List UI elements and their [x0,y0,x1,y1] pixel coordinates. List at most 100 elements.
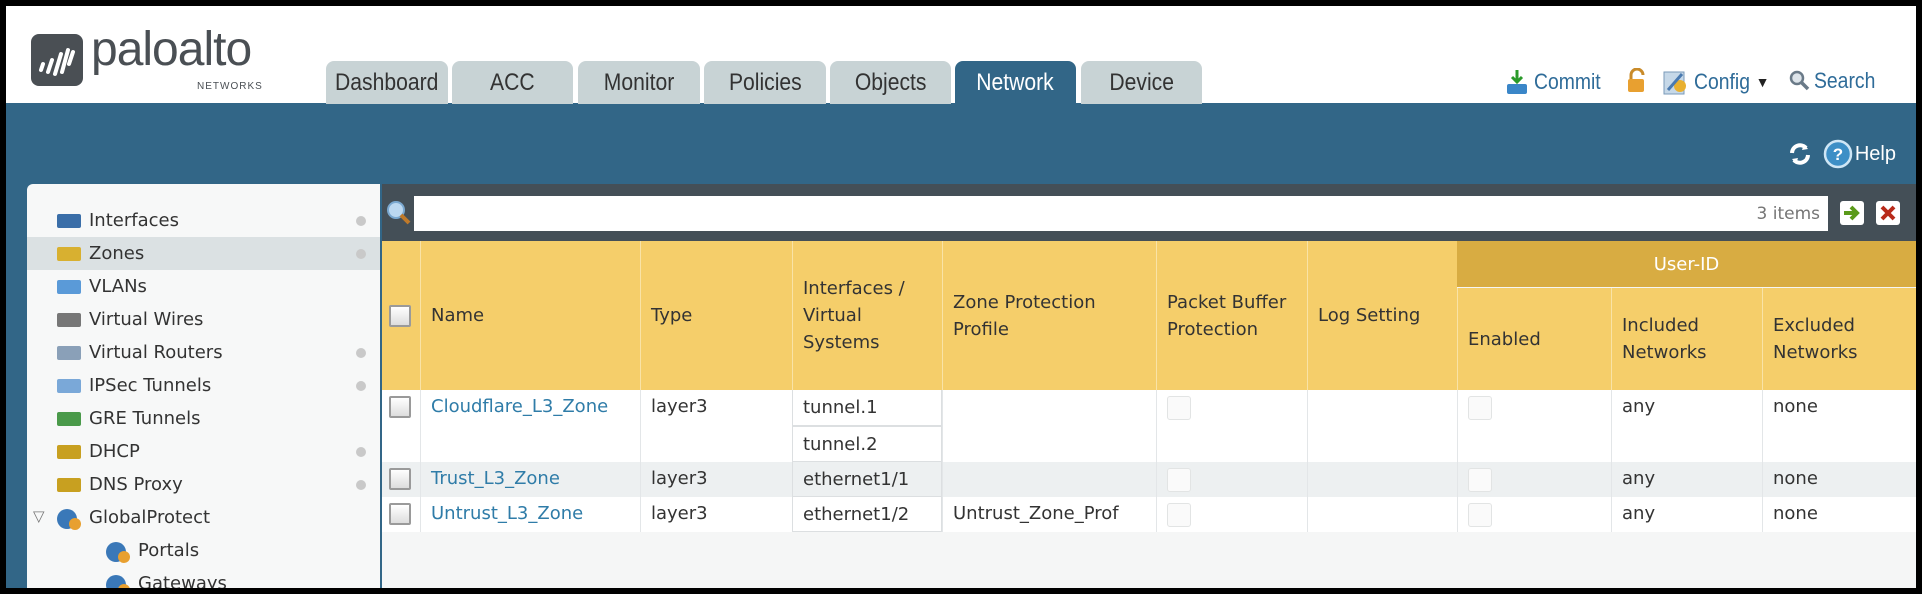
sidebar-item-gre-tunnels[interactable]: GRE Tunnels [27,402,380,435]
column-header-name[interactable]: Name [420,241,640,390]
column-header-interfaces-virtual-systems[interactable]: Interfaces / Virtual Systems [792,241,942,390]
commit-icon [1507,70,1527,94]
row-select-cell [382,462,420,497]
sidebar-item-zones[interactable]: Zones [27,237,380,270]
excluded-networks-cell: none [1762,390,1916,462]
virtual-wires-icon [55,309,83,331]
row-checkbox[interactable] [389,503,411,525]
zone-name-link[interactable]: Untrust_L3_Zone [431,503,584,524]
user-id-group-header: User-ID [1457,241,1916,287]
user-id-enabled-checkbox [1468,396,1492,420]
user-id-enabled-checkbox [1468,468,1492,492]
user-id-enabled-cell [1457,390,1611,462]
sidebar-item-label: Zones [89,243,145,264]
sidebar-item-globalprotect[interactable]: ▽ GlobalProtect [27,501,380,534]
search-button[interactable]: Search [1788,68,1884,94]
packet-buffer-cell [1156,390,1307,462]
column-header-packet-buffer-protection[interactable]: Packet Buffer Protection [1156,241,1307,390]
tab-label: ACC [490,68,535,96]
interface-entry: ethernet1/1 [792,462,942,497]
excluded-networks-cell: none [1762,497,1916,532]
zone-name-link[interactable]: Cloudflare_L3_Zone [431,396,609,417]
search-icon [1789,70,1810,91]
zone-name-link[interactable]: Trust_L3_Zone [431,468,560,489]
logo-mark-icon [31,34,83,86]
vlans-icon [55,276,83,298]
column-header-excluded-networks[interactable]: Excluded Networks [1762,288,1916,390]
excluded-networks-cell: none [1762,462,1916,497]
interfaces-cell: ethernet1/2 [792,497,942,532]
portals-icon [104,540,132,563]
arrow-right-icon [1844,205,1860,221]
filter-input[interactable] [414,196,1828,231]
filter-search-icon [387,201,411,225]
globalprotect-icon [55,507,83,530]
commit-button[interactable]: Commit [1504,68,1610,96]
tab-label: Network [976,68,1055,96]
sidebar-item-virtual-routers[interactable]: Virtual Routers [27,336,380,369]
column-header-label: Included Networks [1622,315,1707,363]
sidebar-item-dhcp[interactable]: DHCP [27,435,380,468]
select-all-header [382,241,420,390]
sidebar-item-portals[interactable]: Portals [27,534,380,567]
sidebar-item-interfaces[interactable]: Interfaces [27,204,380,237]
select-all-checkbox[interactable] [389,304,411,327]
tab-objects[interactable]: Objects [830,61,951,104]
sidebar-item-label: Virtual Wires [89,309,204,330]
column-header-included-networks[interactable]: Included Networks [1611,288,1762,390]
column-header-log-setting[interactable]: Log Setting [1307,241,1457,390]
sidebar-item-ipsec-tunnels[interactable]: IPSec Tunnels [27,369,380,402]
status-dot [356,381,366,391]
lock-icon [1628,68,1645,92]
tab-monitor[interactable]: Monitor [578,61,700,104]
ipsec-tunnels-icon [55,375,83,397]
gre-tunnels-icon [55,408,83,430]
packet-buffer-cell [1156,497,1307,532]
dhcp-icon [55,441,83,463]
interfaces-icon [55,210,83,232]
interface-entry: tunnel.1 [792,390,942,426]
sidebar-item-vlans[interactable]: VLANs [27,270,380,303]
sidebar-item-gateways[interactable]: Gateways [27,567,380,588]
row-checkbox[interactable] [389,468,411,490]
expand-triangle-icon[interactable]: ▽ [33,507,45,525]
tab-device[interactable]: Device [1081,61,1202,104]
status-dot [356,447,366,457]
type-cell: layer3 [640,497,792,532]
sidebar-item-label: GRE Tunnels [89,408,201,429]
filter-bar [382,184,1916,241]
type-cell: layer3 [640,390,792,462]
log-setting-cell [1307,462,1457,497]
close-icon [1880,205,1896,221]
sidebar-item-virtual-wires[interactable]: Virtual Wires [27,303,380,336]
lock-button[interactable] [1626,68,1648,94]
interfaces-cell: ethernet1/1 [792,462,942,497]
logo-subtext: NETWORKS [197,81,263,92]
column-header-type[interactable]: Type [640,241,792,390]
column-header-label: Enabled [1468,328,1541,350]
tab-dashboard[interactable]: Dashboard [326,61,448,104]
column-header-zone-protection-profile[interactable]: Zone Protection Profile [942,241,1156,390]
apply-filter-button[interactable] [1840,201,1864,225]
tab-network[interactable]: Network [955,61,1076,104]
sidebar-item-label: Virtual Routers [89,342,223,363]
svg-text:?: ? [1833,145,1843,164]
tab-policies[interactable]: Policies [704,61,826,104]
refresh-icon[interactable] [1787,141,1813,167]
clear-filter-button[interactable] [1876,201,1900,225]
column-header-enabled[interactable]: Enabled [1457,288,1611,390]
sidebar-item-label: IPSec Tunnels [89,375,212,396]
interface-entry: ethernet1/2 [792,497,942,532]
tab-acc[interactable]: ACC [452,61,573,104]
config-menu[interactable]: Config ▼ [1662,68,1769,96]
row-checkbox[interactable] [389,396,411,418]
sidebar-item-dns-proxy[interactable]: DNS Proxy [27,468,380,501]
help-button[interactable]: ? Help [1823,139,1896,169]
sidebar-item-label: GlobalProtect [89,507,211,528]
sidebar-item-label: Portals [138,540,200,561]
